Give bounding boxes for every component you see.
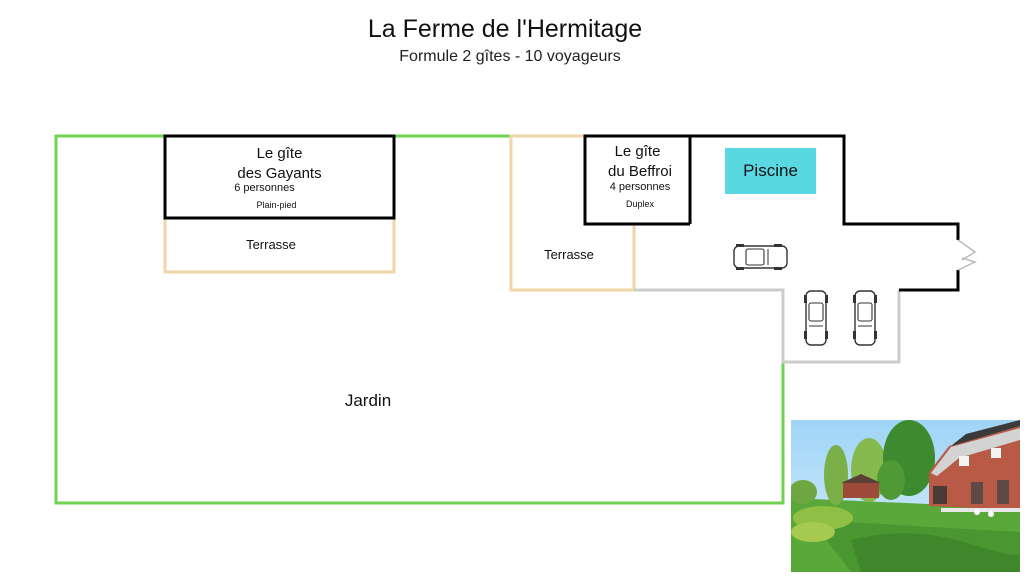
gite-beffroi-type: Duplex bbox=[625, 199, 654, 209]
page-title: La Ferme de l'Hermitage bbox=[367, 15, 643, 43]
page-subtitle: Formule 2 gîtes - 10 voyageurs bbox=[399, 48, 621, 65]
driveway-wall-lower bbox=[899, 270, 960, 292]
farm-photo-illustration bbox=[791, 420, 1020, 572]
car-icon bbox=[804, 290, 828, 346]
terrace-right-label: Terrasse bbox=[544, 247, 594, 262]
terrace-right-outline bbox=[509, 134, 636, 292]
terrace-left-outline bbox=[163, 218, 396, 274]
farm-photo bbox=[791, 420, 1020, 572]
gate-icon bbox=[957, 239, 978, 271]
car-icon bbox=[853, 290, 877, 346]
garden-outline bbox=[54, 134, 785, 505]
garden-label: Jardin bbox=[344, 391, 392, 410]
gite-gayants-building bbox=[163, 134, 396, 220]
gite-beffroi-building bbox=[583, 134, 960, 240]
gite-beffroi-line1: Le gîte bbox=[614, 143, 661, 160]
gite-gayants-line2: des Gayants bbox=[237, 165, 322, 182]
car-icon bbox=[733, 244, 788, 270]
gite-beffroi-line2: du Beffroi bbox=[608, 163, 672, 180]
gite-gayants-line1: Le gîte bbox=[256, 145, 303, 162]
gite-gayants-type: Plain-pied bbox=[256, 200, 297, 210]
pool-label: Piscine bbox=[743, 161, 798, 180]
pool: Piscine bbox=[725, 148, 816, 194]
gite-gayants-capacity: 6 personnes bbox=[234, 182, 295, 194]
terrace-left-label: Terrasse bbox=[246, 237, 296, 252]
gite-beffroi-capacity: 4 personnes bbox=[609, 181, 671, 193]
parking-outline bbox=[634, 288, 901, 364]
